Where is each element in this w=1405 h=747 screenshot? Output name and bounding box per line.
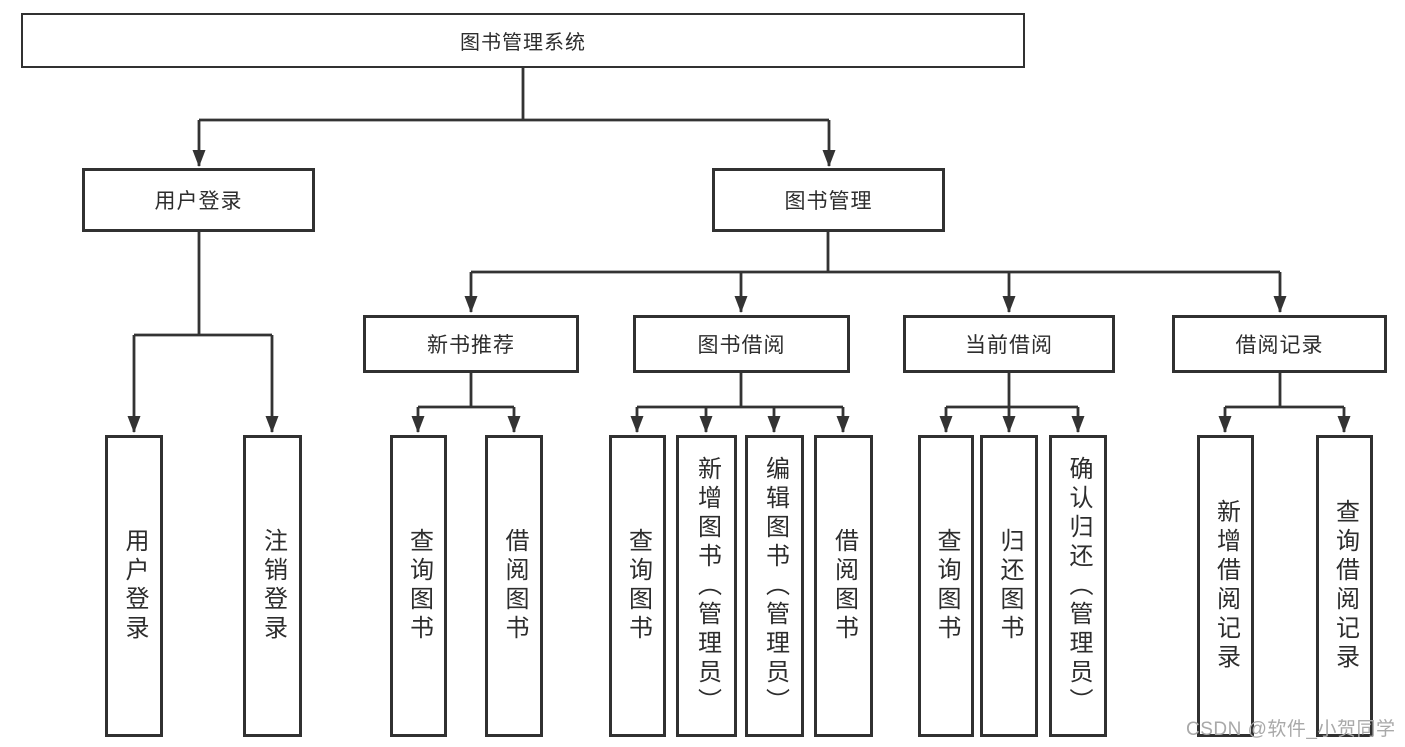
node-label: 新增借阅记录 — [1212, 499, 1240, 673]
node-label: 查询借阅记录 — [1331, 499, 1359, 673]
leaf-query-book-2: 查询图书 — [609, 435, 666, 737]
node-library-system: 图书管理系统 — [21, 13, 1025, 68]
leaf-borrow-book-2: 借阅图书 — [814, 435, 873, 737]
node-label: 借阅图书 — [501, 528, 528, 644]
node-label: 查询图书 — [624, 528, 652, 644]
node-label: 用户登录 — [121, 528, 148, 644]
node-label: 新书推荐 — [427, 334, 515, 357]
leaf-confirm-return-admin: 确认归还（管理员） — [1049, 435, 1107, 737]
leaf-query-book-1: 查询图书 — [390, 435, 447, 737]
node-current-borrow: 当前借阅 — [903, 315, 1115, 373]
node-label: 借阅图书 — [830, 528, 858, 644]
node-label: 图书借阅 — [697, 334, 786, 357]
node-new-book-recommend: 新书推荐 — [363, 315, 579, 373]
node-borrow-record: 借阅记录 — [1172, 315, 1387, 373]
node-label: 注销登录 — [259, 528, 287, 644]
leaf-borrow-book-1: 借阅图书 — [485, 435, 543, 737]
leaf-return-book: 归还图书 — [980, 435, 1038, 737]
leaf-logout: 注销登录 — [243, 435, 302, 737]
leaf-query-borrow-record: 查询借阅记录 — [1316, 435, 1373, 737]
node-label: 当前借阅 — [965, 334, 1053, 357]
csdn-watermark: CSDN @软件_小贺同学 — [1186, 719, 1396, 740]
node-book-management: 图书管理 — [712, 168, 945, 232]
node-label: 查询图书 — [933, 528, 960, 644]
node-label: 用户登录 — [154, 190, 243, 213]
node-label: 借阅记录 — [1235, 334, 1324, 357]
leaf-edit-book-admin: 编辑图书（管理员） — [745, 435, 804, 737]
leaf-add-book-admin: 新增图书（管理员） — [676, 435, 737, 737]
node-label: 确认归还（管理员） — [1065, 455, 1092, 717]
leaf-query-book-3: 查询图书 — [918, 435, 974, 737]
leaf-user-login: 用户登录 — [105, 435, 163, 737]
node-label: 归还图书 — [996, 528, 1023, 644]
node-label: 图书管理系统 — [460, 32, 586, 54]
node-label: 查询图书 — [405, 528, 433, 644]
node-label: 编辑图书（管理员） — [761, 455, 789, 717]
node-label: 新增图书（管理员） — [693, 455, 721, 717]
node-user-login: 用户登录 — [82, 168, 315, 232]
node-label: 图书管理 — [784, 190, 873, 213]
node-book-borrow: 图书借阅 — [633, 315, 850, 373]
leaf-add-borrow-record: 新增借阅记录 — [1197, 435, 1254, 737]
